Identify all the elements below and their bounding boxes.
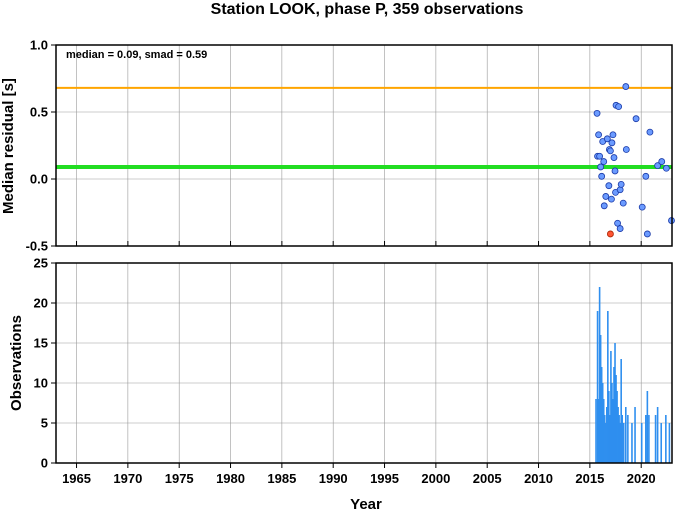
- residual-point: [611, 167, 619, 175]
- year-tick-label: 2000: [421, 471, 450, 486]
- residual-point: [619, 199, 627, 207]
- residual-points: [593, 83, 675, 238]
- residual-point: [638, 203, 646, 211]
- residual-point: [643, 230, 651, 238]
- year-tick-label: 1990: [319, 471, 348, 486]
- observations-y-tick-label: 15: [34, 336, 48, 351]
- residual-point: [654, 162, 662, 170]
- year-tick-label: 1970: [113, 471, 142, 486]
- residual-point: [632, 115, 640, 123]
- residual-point: [662, 164, 670, 172]
- reference-lines: [56, 86, 672, 169]
- observations-y-tick-label: 25: [34, 256, 48, 271]
- residual-point: [609, 131, 617, 139]
- observations-ticks: 0 5 10 15 20 25 1965 1970 1975 1980 1985 1990 1995 20…: [34, 256, 656, 487]
- residual-point: [616, 186, 624, 194]
- year-tick-label: 2005: [473, 471, 502, 486]
- year-x-axis-label: Year: [350, 496, 382, 511]
- residual-frame: [55, 44, 673, 247]
- residual-point: [615, 103, 623, 111]
- residual-point: [593, 109, 601, 117]
- residual-point: [608, 195, 615, 203]
- residual-point: [622, 146, 630, 153]
- year-tick-label: 1965: [62, 471, 91, 486]
- residual-y-tick-label: 0.0: [30, 172, 48, 187]
- observations-panel: 0 5 10 15 20 25 1965 1970 1975 1980 1985 1990 1995 20…: [8, 256, 673, 511]
- residual-point: [617, 180, 625, 188]
- year-tick-label: 1975: [165, 471, 194, 486]
- observations-y-tick-label: 5: [41, 416, 48, 431]
- residual-y-tick-label: 1.0: [30, 38, 48, 53]
- residual-point: [597, 163, 605, 171]
- residual-point: [646, 128, 654, 136]
- observations-grid: [56, 262, 672, 464]
- residual-y-tick-label: 0.5: [30, 105, 48, 120]
- observations-y-axis-label: Observations: [8, 315, 25, 411]
- residual-y-axis-label: Median residual [s]: [0, 78, 17, 214]
- residual-point: [596, 152, 604, 160]
- residual-point: [598, 172, 606, 180]
- residual-point: [600, 202, 608, 210]
- residual-point: [616, 225, 624, 232]
- residual-point: [605, 182, 613, 190]
- residual-point: [658, 158, 666, 165]
- outlier-point: [607, 230, 614, 238]
- residual-point: [600, 158, 608, 165]
- observations-y-tick-label: 10: [34, 376, 48, 391]
- observations-y-tick-label: 20: [34, 296, 48, 311]
- residual-y-ticks: -0.5 0.0 0.5 1.0: [26, 38, 642, 254]
- residual-point: [595, 131, 602, 139]
- residual-grid: [56, 44, 672, 247]
- residual-point: [607, 147, 614, 155]
- year-tick-label: 1985: [267, 471, 296, 486]
- observation-bars: [595, 287, 671, 463]
- residual-point: [642, 172, 650, 180]
- year-tick-label: 1980: [216, 471, 245, 486]
- residual-y-tick-label: -0.5: [26, 239, 48, 254]
- observations-frame: [55, 262, 673, 464]
- residual-point: [608, 139, 616, 147]
- residual-point: [610, 154, 618, 161]
- chart-title: Station LOOK, phase P, 359 observations: [211, 1, 524, 18]
- residual-point: [602, 193, 610, 200]
- residual-point: [614, 219, 621, 227]
- year-tick-label: 1995: [370, 471, 399, 486]
- median-smad-annotation: median = 0.09, smad = 0.59: [66, 49, 207, 61]
- residual-panel: -0.5 0.0 0.5 1.0 median = 0.09, smad = 0.59…: [0, 38, 675, 254]
- residual-point: [603, 135, 611, 143]
- year-tick-label: 2015: [575, 471, 604, 486]
- residual-point: [622, 83, 630, 90]
- year-tick-label: 2010: [524, 471, 553, 486]
- year-tick-label: 2020: [627, 471, 656, 486]
- observations-y-tick-label: 0: [41, 456, 48, 471]
